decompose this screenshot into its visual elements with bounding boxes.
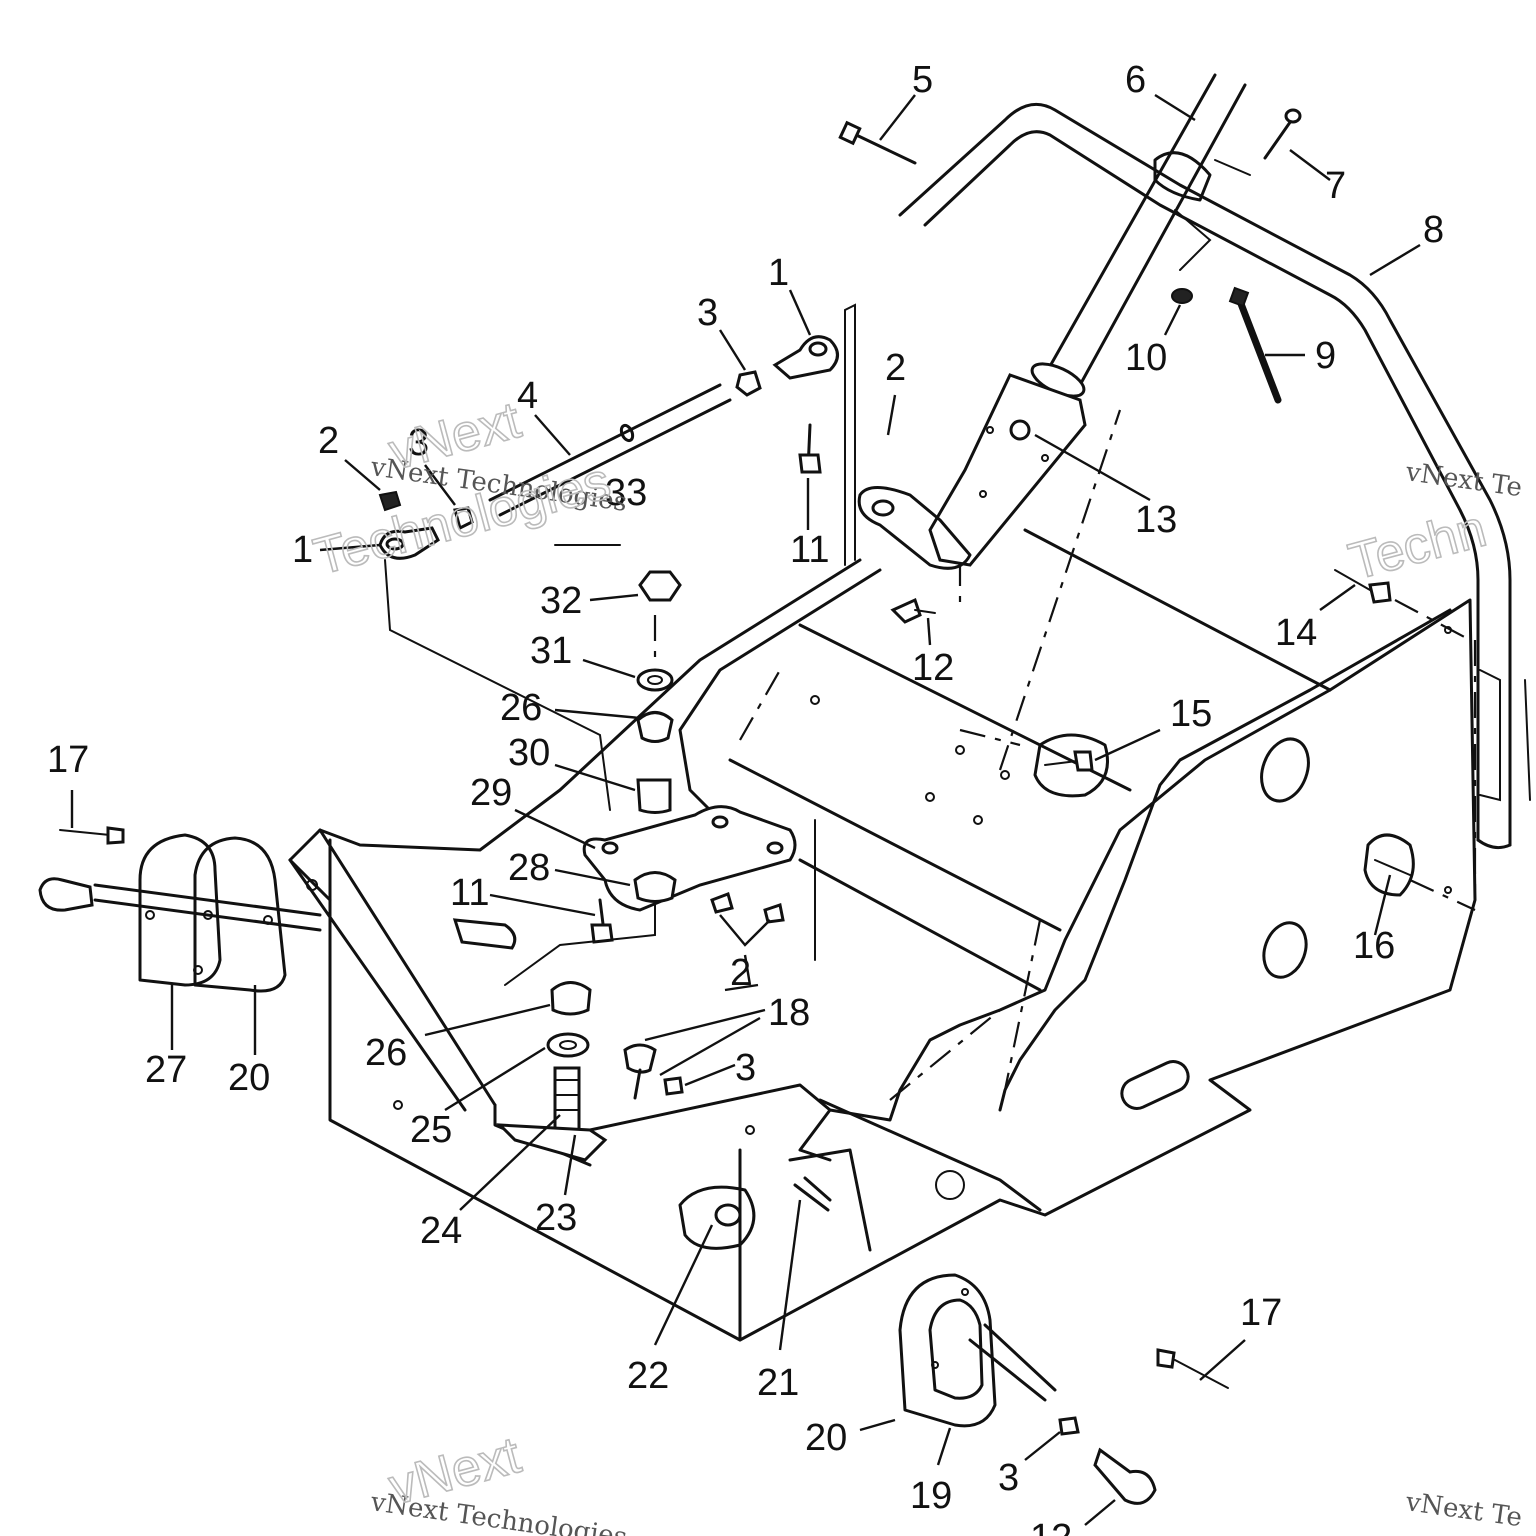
watermark-right-small-1: vNext Te — [1403, 457, 1524, 503]
callout-29: 29 — [470, 772, 512, 814]
callout-22: 22 — [627, 1355, 669, 1397]
watermarks: vNext Technologies vNext Technologies vN… — [307, 390, 1524, 1536]
lower-parts — [623, 1043, 832, 1250]
callout-23: 23 — [535, 1197, 577, 1239]
callout-11: 11 — [450, 872, 489, 914]
callout-3: 3 — [735, 1047, 756, 1089]
steering-column — [857, 73, 1247, 570]
callout-17: 17 — [47, 739, 89, 781]
callout-6: 6 — [1125, 59, 1146, 101]
callout-33: 33 — [605, 472, 647, 514]
callout-5: 5 — [912, 59, 933, 101]
callout-18: 18 — [768, 992, 810, 1034]
right-spindle — [898, 1273, 1157, 1505]
callout-3: 3 — [408, 422, 429, 464]
leader-lines — [70, 93, 1421, 1526]
callout-13: 13 — [1135, 499, 1177, 541]
callout-17: 17 — [1240, 1292, 1282, 1334]
callout-1: 1 — [768, 252, 789, 294]
callout-8: 8 — [1423, 209, 1444, 251]
callout-12: 12 — [1030, 1517, 1072, 1536]
callout-3: 3 — [998, 1457, 1019, 1499]
callout-2: 2 — [318, 420, 339, 462]
callout-24: 24 — [420, 1210, 462, 1252]
handlebar — [898, 102, 1531, 850]
callout-30: 30 — [508, 732, 550, 774]
callout-11: 11 — [790, 529, 829, 571]
callout-21: 21 — [757, 1362, 799, 1404]
callout-15: 15 — [1170, 693, 1212, 735]
fasteners — [59, 108, 1415, 1389]
tie-rod-upper — [378, 335, 839, 560]
callout-20: 20 — [228, 1057, 270, 1099]
callout-26: 26 — [365, 1032, 407, 1074]
callout-14: 14 — [1275, 612, 1317, 654]
frame-body — [288, 528, 1477, 1342]
callout-3: 3 — [697, 292, 718, 334]
callout-31: 31 — [530, 630, 572, 672]
left-spindle — [38, 833, 517, 993]
watermark-right-big-1: Techn — [1343, 500, 1492, 592]
watermark-right-small-2: vNext Te — [1403, 1487, 1524, 1533]
callout-2: 2 — [730, 952, 751, 994]
callout-2: 2 — [885, 347, 906, 389]
callout-9: 9 — [1315, 335, 1336, 377]
callout-16: 16 — [1353, 925, 1395, 967]
callout-32: 32 — [540, 580, 582, 622]
callout-4: 4 — [517, 375, 538, 417]
pivot-stack — [496, 570, 797, 1162]
callout-1: 1 — [292, 529, 313, 571]
callout-labels: 5 6 7 8 1 3 2 10 9 4 2 3 33 1 13 11 32 3… — [47, 59, 1444, 1536]
callout-26: 26 — [500, 687, 542, 729]
callout-28: 28 — [508, 847, 550, 889]
callout-20: 20 — [805, 1417, 847, 1459]
callout-10: 10 — [1125, 337, 1167, 379]
callout-7: 7 — [1325, 165, 1346, 207]
callout-27: 27 — [145, 1049, 187, 1091]
callout-19: 19 — [910, 1475, 952, 1517]
callout-25: 25 — [410, 1109, 452, 1151]
callout-12: 12 — [912, 647, 954, 689]
construction-lines — [384, 303, 1477, 1101]
